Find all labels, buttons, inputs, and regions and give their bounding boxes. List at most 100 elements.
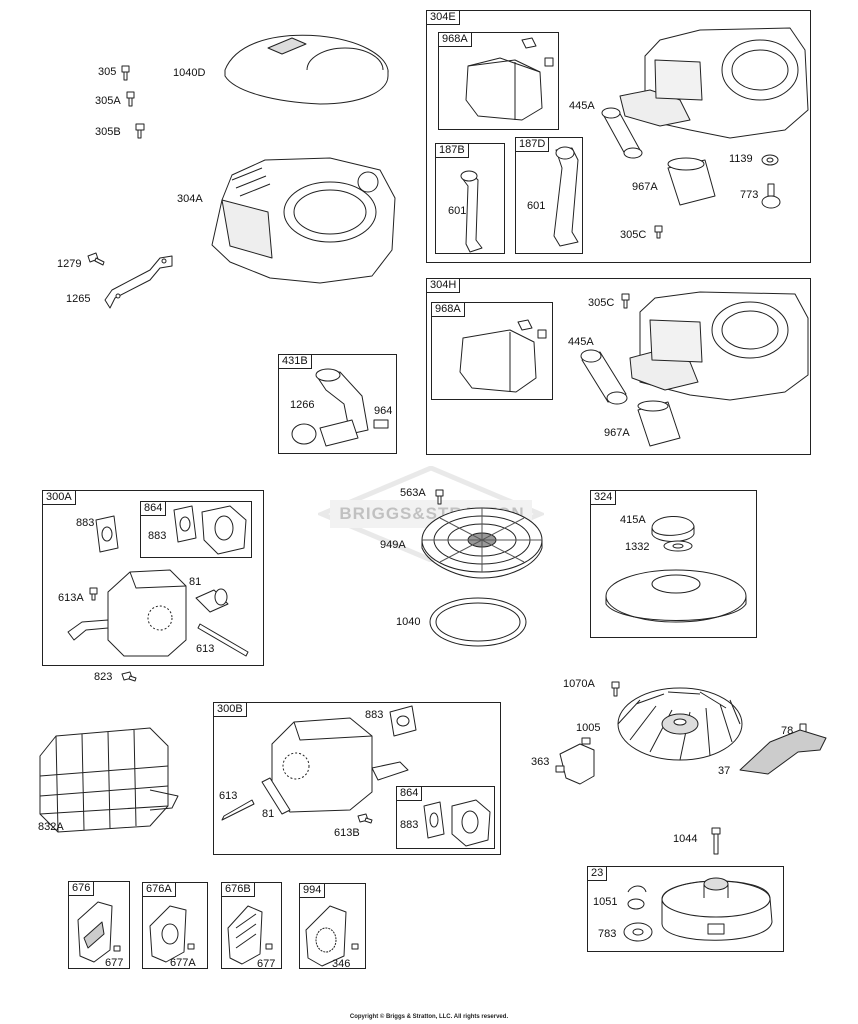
gasket-1266-drawing bbox=[291, 423, 317, 445]
screw-613B-drawing bbox=[357, 813, 373, 824]
group-box-304E bbox=[426, 10, 811, 263]
pre-cleaner-967A-1-drawing bbox=[667, 157, 716, 206]
housing-304H-drawing bbox=[629, 291, 809, 401]
part-label-967A-1: 967A bbox=[632, 181, 658, 193]
part-label-305C-2: 305C bbox=[588, 297, 615, 309]
part-label-883-1: 883 bbox=[76, 517, 95, 529]
group-label-994: 994 bbox=[300, 884, 326, 898]
plate-676-drawing bbox=[77, 901, 121, 963]
group-label-864-1: 864 bbox=[141, 502, 167, 516]
flange-864-2-drawing bbox=[451, 799, 491, 847]
knob-773-drawing bbox=[761, 183, 781, 209]
gasket-883-3-drawing bbox=[389, 705, 417, 737]
group-box-300A bbox=[42, 490, 264, 666]
copyright-notice: Copyright © Briggs & Stratton, LLC. All … bbox=[349, 1014, 509, 1020]
part-label-415A: 415A bbox=[620, 514, 646, 526]
group-box-864-2 bbox=[396, 786, 495, 849]
part-label-1265: 1265 bbox=[66, 293, 91, 305]
part-label-773: 773 bbox=[740, 189, 759, 201]
bracket-363-drawing bbox=[555, 737, 595, 785]
clip-1051-drawing bbox=[627, 885, 647, 910]
group-box-676B bbox=[221, 882, 282, 969]
cap-415A-drawing bbox=[651, 515, 695, 542]
screw-305C-1-drawing bbox=[654, 225, 663, 239]
screen-324-drawing bbox=[605, 569, 747, 623]
group-label-968A-1: 968A bbox=[439, 33, 472, 47]
insert-964-drawing bbox=[373, 419, 389, 429]
part-label-677A: 677A bbox=[170, 957, 196, 969]
muffler-300B-drawing bbox=[271, 717, 409, 813]
retainer-1040-drawing bbox=[429, 597, 527, 647]
group-label-676A: 676A bbox=[143, 883, 176, 897]
part-label-37: 37 bbox=[718, 765, 731, 777]
plate-676A-drawing bbox=[149, 905, 195, 963]
part-label-601-2: 601 bbox=[527, 200, 546, 212]
pre-cleaner-967A-2-drawing bbox=[637, 400, 681, 447]
part-label-305A: 305A bbox=[95, 95, 121, 107]
screw-1279-drawing bbox=[87, 252, 105, 266]
stud-613-1-drawing bbox=[197, 623, 249, 657]
part-label-949A: 949A bbox=[380, 539, 406, 551]
group-box-968A-1 bbox=[438, 32, 559, 130]
part-label-613-2: 613 bbox=[219, 790, 238, 802]
plate-676B-drawing bbox=[227, 905, 273, 965]
part-label-445A-1: 445A bbox=[569, 100, 595, 112]
group-label-324: 324 bbox=[591, 491, 617, 505]
screw-305A-drawing bbox=[126, 91, 135, 107]
part-label-1005: 1005 bbox=[576, 722, 601, 734]
housing-304E-drawing bbox=[619, 27, 809, 139]
part-label-363: 363 bbox=[531, 756, 550, 768]
part-label-964: 964 bbox=[374, 405, 393, 417]
group-label-300A: 300A bbox=[43, 491, 76, 505]
flywheel-23-drawing bbox=[661, 877, 773, 941]
screw-823-drawing bbox=[121, 671, 137, 682]
air-cleaner-cover-968A-2-drawing bbox=[459, 319, 547, 393]
muffler-300A-drawing bbox=[67, 569, 187, 657]
group-label-676: 676 bbox=[69, 882, 95, 896]
group-box-864-1 bbox=[140, 501, 252, 558]
part-label-78: 78 bbox=[781, 725, 794, 737]
group-box-676 bbox=[68, 881, 130, 969]
stud-613-2-drawing bbox=[221, 799, 255, 821]
part-label-304A: 304A bbox=[177, 193, 203, 205]
group-box-300B bbox=[213, 702, 501, 855]
air-guide-37-drawing bbox=[739, 729, 827, 775]
part-label-305: 305 bbox=[98, 66, 117, 78]
part-label-346: 346 bbox=[332, 958, 351, 970]
part-label-883-4: 883 bbox=[400, 819, 419, 831]
fan-1005-drawing bbox=[617, 687, 743, 761]
part-label-1070A: 1070A bbox=[563, 678, 595, 690]
bolt-1044-drawing bbox=[711, 827, 721, 855]
part-label-1332: 1332 bbox=[625, 541, 650, 553]
washer-1332-drawing bbox=[663, 540, 693, 552]
pipe-81-2-drawing bbox=[261, 777, 291, 815]
part-label-1040: 1040 bbox=[396, 616, 421, 628]
screw-305B-drawing bbox=[135, 123, 145, 139]
group-box-304H bbox=[426, 278, 811, 455]
screw-1070A-drawing bbox=[611, 681, 620, 697]
group-label-676B: 676B bbox=[222, 883, 255, 897]
group-box-431B bbox=[278, 354, 397, 454]
bracket-1265-drawing bbox=[104, 255, 173, 309]
group-box-23 bbox=[587, 866, 784, 952]
group-label-23: 23 bbox=[588, 867, 608, 881]
part-label-563A: 563A bbox=[400, 487, 426, 499]
part-label-81-2: 81 bbox=[262, 808, 275, 820]
part-label-445A-2: 445A bbox=[568, 336, 594, 348]
part-label-305C-1: 305C bbox=[620, 229, 647, 241]
group-box-187D bbox=[515, 137, 583, 254]
part-label-613-1: 613 bbox=[196, 643, 215, 655]
part-label-1040D: 1040D bbox=[173, 67, 206, 79]
part-label-305B: 305B bbox=[95, 126, 121, 138]
air-cleaner-cover-968A-1-drawing bbox=[465, 37, 554, 121]
screen-949A-drawing bbox=[421, 507, 543, 579]
flange-864-1-drawing bbox=[201, 505, 247, 555]
screw-563A-drawing bbox=[435, 489, 444, 505]
gasket-883-4-drawing bbox=[423, 801, 445, 839]
part-label-613B: 613B bbox=[334, 827, 360, 839]
part-label-677-2: 677 bbox=[257, 958, 276, 970]
group-label-304E: 304E bbox=[427, 11, 460, 25]
plate-994-drawing bbox=[305, 905, 359, 967]
gasket-883-2-drawing bbox=[173, 505, 197, 543]
